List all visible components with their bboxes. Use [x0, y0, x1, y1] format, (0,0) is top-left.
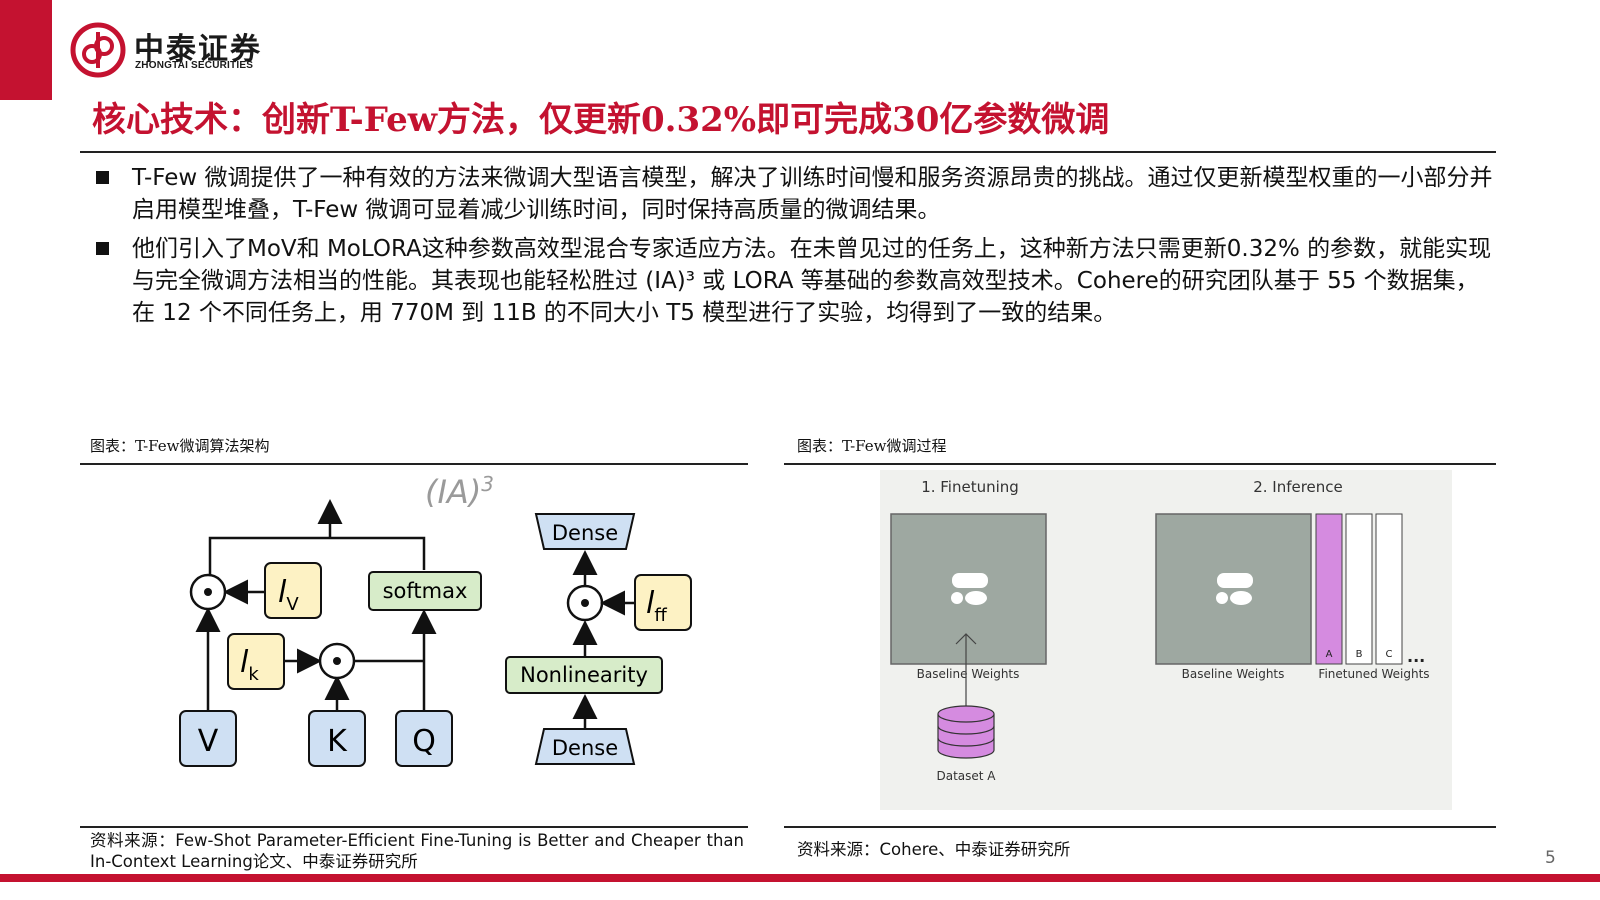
bullet-text: 他们引入了MoV和 MoLORA这种参数高效型混合专家适应方法。在未曾见过的任务… — [132, 236, 1492, 326]
nonlinearity-label: Nonlinearity — [520, 663, 648, 687]
bullet-list: T-Few 微调提供了一种有效的方法来微调大型语言模型，解决了训练时间慢和服务资… — [96, 162, 1496, 336]
lk-vector-box — [227, 633, 285, 690]
more-weights-ellipsis: ... — [1407, 647, 1425, 666]
figure-right-caption: 图表：T-Few微调过程 — [797, 437, 947, 455]
svg-text:A: A — [1326, 649, 1333, 660]
v-label: V — [198, 724, 219, 759]
figure-left-top-rule — [80, 463, 748, 465]
cohere-logo-icon — [951, 573, 988, 605]
footer-red-bar — [0, 874, 1600, 882]
bullet-square-icon — [96, 171, 109, 184]
baseline-weights-label-1: Baseline Weights — [917, 667, 1020, 681]
k-input-box — [308, 710, 366, 767]
figure-right-top-rule — [784, 463, 1496, 465]
bullet-item: 他们引入了MoV和 MoLORA这种参数高效型混合专家适应方法。在未曾见过的任务… — [96, 233, 1496, 329]
brand-red-block — [0, 0, 52, 100]
svg-text:B: B — [1356, 649, 1363, 660]
bullet-item: T-Few 微调提供了一种有效的方法来微调大型语言模型，解决了训练时间慢和服务资… — [96, 162, 1496, 226]
q-input-box — [395, 710, 453, 767]
zhongtai-logo-icon — [70, 22, 126, 78]
dataset-label: Dataset A — [936, 769, 996, 783]
figure-left-caption: 图表：T-Few微调算法架构 — [90, 437, 270, 455]
finetuned-weight-a — [1315, 513, 1343, 665]
figure-left-bottom-rule — [80, 826, 748, 828]
v-input-box — [179, 710, 237, 767]
k-label: K — [327, 724, 348, 759]
bullet-text: T-Few 微调提供了一种有效的方法来微调大型语言模型，解决了训练时间慢和服务资… — [132, 165, 1493, 223]
dense-bottom-box — [534, 728, 636, 765]
step-finetuning-label: 1. Finetuning — [921, 478, 1019, 496]
dense-top-box — [534, 513, 636, 550]
brand-name-cn: 中泰证券 — [134, 32, 262, 67]
lv-label: lV — [278, 575, 299, 615]
dataset-arrow-icon — [955, 633, 977, 706]
finetuned-weight-c — [1375, 513, 1403, 665]
finetuned-weights-label: Finetuned Weights — [1318, 667, 1429, 681]
ia3-title: (IA)3 — [425, 472, 494, 511]
page-number: 5 — [1545, 848, 1556, 868]
bullet-square-icon — [96, 242, 109, 255]
lff-vector-box — [634, 574, 692, 631]
baseline-weights-block-1 — [890, 513, 1047, 665]
softmax-box — [368, 571, 482, 611]
softmax-label: softmax — [383, 579, 468, 603]
slide-title: 核心技术：创新T-Few方法，仅更新0.32%即可完成30亿参数微调 — [92, 100, 1110, 140]
svg-text:C: C — [1386, 649, 1393, 660]
finetuned-weight-b — [1345, 513, 1373, 665]
attention-output-path — [208, 536, 426, 602]
figure-right-source: 资料来源：Cohere、中泰证券研究所 — [797, 840, 1071, 859]
step-inference-label: 2. Inference — [1253, 478, 1343, 496]
lk-label: lk — [240, 645, 259, 685]
nonlinearity-box — [505, 656, 663, 694]
tfew-process-diagram: 1. Finetuning 2. Inference Baseline Weig… — [880, 470, 1452, 810]
lv-vector-box — [264, 562, 322, 619]
cohere-logo-icon — [1216, 573, 1253, 605]
baseline-weights-label-2: Baseline Weights — [1182, 667, 1285, 681]
figure-left-source: 资料来源：Few-Shot Parameter-Efficient Fine-T… — [90, 831, 744, 871]
title-divider — [80, 151, 1496, 153]
q-label: Q — [412, 724, 436, 759]
ia3-architecture-diagram: (IA)3 lV lk softmax V K Q Dense lff Nonl… — [179, 472, 692, 767]
figure-right-bottom-rule — [784, 826, 1496, 828]
dense-top-label: Dense — [552, 521, 618, 545]
lff-label: lff — [646, 586, 667, 626]
dense-bottom-label: Dense — [552, 736, 618, 760]
database-icon — [937, 705, 995, 759]
brand-name-en: ZHONGTAI SECURITIES — [135, 60, 254, 71]
baseline-weights-block-2 — [1155, 513, 1312, 665]
